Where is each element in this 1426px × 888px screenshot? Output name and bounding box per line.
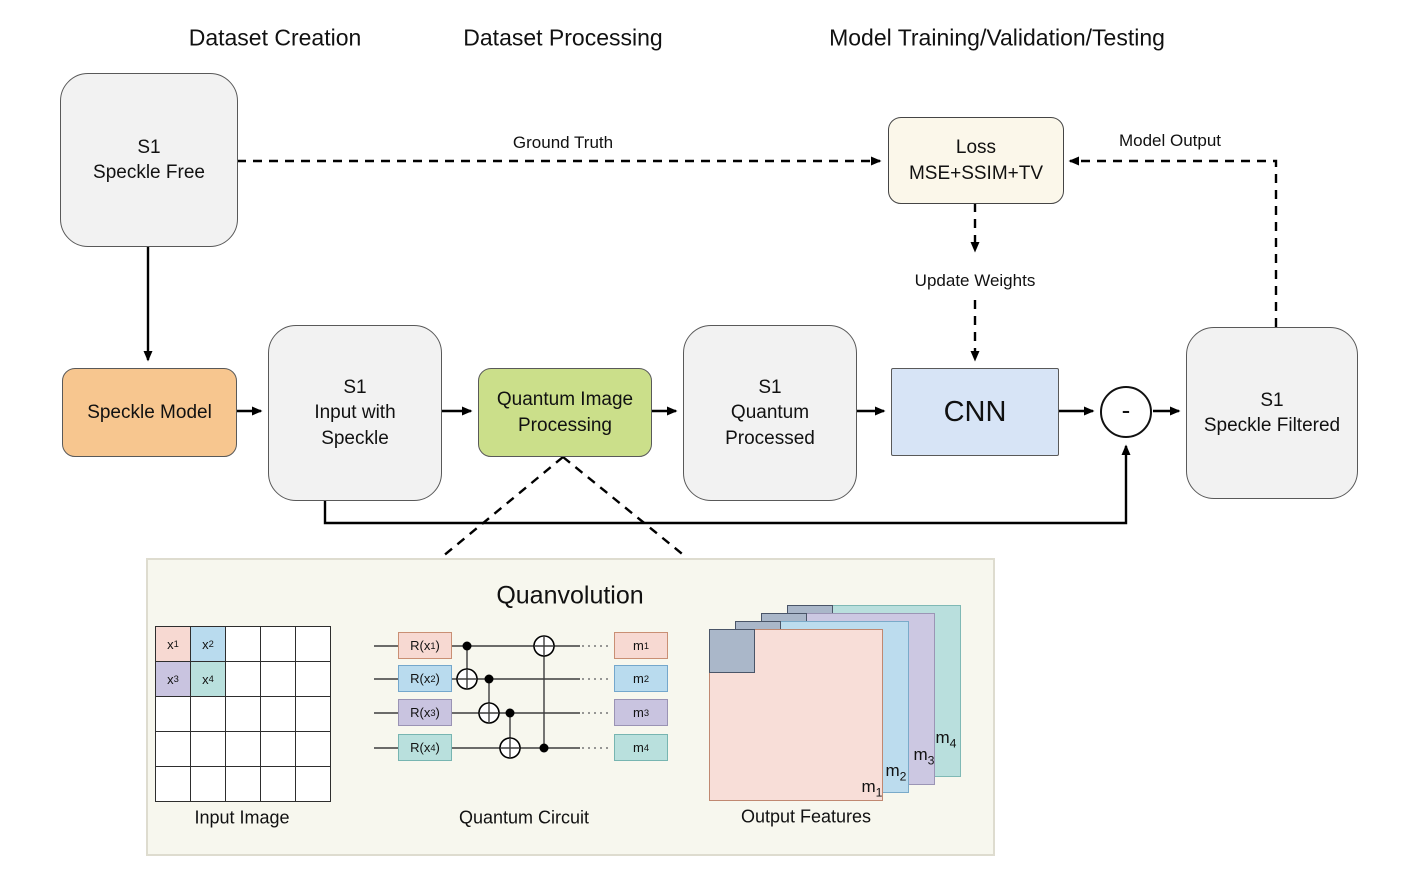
node-text: Speckle Free <box>93 162 205 183</box>
node-text: Speckle Model <box>87 401 212 423</box>
caption-input-image: Input Image <box>194 807 290 828</box>
label-model-output: Model Output <box>1118 131 1222 150</box>
node-s1-input-with-speckle: S1 Input with Speckle <box>268 325 442 501</box>
arrow-model-output <box>1068 156 1278 327</box>
node-text: CNN <box>943 395 1007 428</box>
feature-label-m2: m2 <box>885 761 907 784</box>
header-dataset-creation: Dataset Creation <box>188 24 362 51</box>
label-update-weights: Update Weights <box>914 271 1036 290</box>
node-s1-quantum-processed: S1 Quantum Processed <box>683 325 857 501</box>
node-text: Speckle <box>321 427 389 449</box>
caption-output-features: Output Features <box>740 806 872 827</box>
caption-quantum-circuit: Quantum Circuit <box>458 807 590 828</box>
kernel-window-icon <box>709 629 755 673</box>
label-ground-truth: Ground Truth <box>512 133 614 152</box>
callout-left <box>441 456 564 558</box>
quanvolution-title: Quanvolution <box>496 581 644 610</box>
feature-label-m4: m4 <box>935 728 957 751</box>
node-text: Input with <box>314 402 396 424</box>
node-text: Quantum <box>730 402 810 424</box>
node-speckle-model: Speckle Model <box>62 368 237 457</box>
node-text: Processing <box>518 414 612 436</box>
node-text: MSE+SSIM+TV <box>908 162 1044 184</box>
node-text: Loss <box>955 137 997 159</box>
node-text: S1 <box>137 136 161 158</box>
node-text: Processed <box>725 427 815 449</box>
node-text: Quantum Image <box>496 389 634 411</box>
feature-map-m1 <box>709 629 883 801</box>
node-quantum-image-processing: Quantum Image Processing <box>478 368 652 457</box>
feature-label-m1: m1 <box>861 777 883 800</box>
subtract-node: - <box>1100 386 1152 438</box>
node-cnn: CNN <box>891 368 1059 456</box>
node-text: S1 <box>343 377 367 399</box>
callout-right <box>562 456 687 558</box>
feature-label-m3: m3 <box>913 745 935 768</box>
node-text: S1 <box>1260 389 1284 411</box>
node-text: Speckle Filtered <box>1203 415 1341 436</box>
node-loss: Loss MSE+SSIM+TV <box>888 117 1064 204</box>
node-s1-speckle-filtered: S1 Speckle Filtered <box>1186 327 1358 499</box>
node-text: S1 <box>758 377 782 399</box>
header-dataset-processing: Dataset Processing <box>463 24 663 51</box>
minus-sign: - <box>1121 395 1131 425</box>
node-s1-speckle-free: S1 Speckle Free <box>60 73 238 247</box>
header-model-training: Model Training/Validation/Testing <box>829 24 1165 51</box>
